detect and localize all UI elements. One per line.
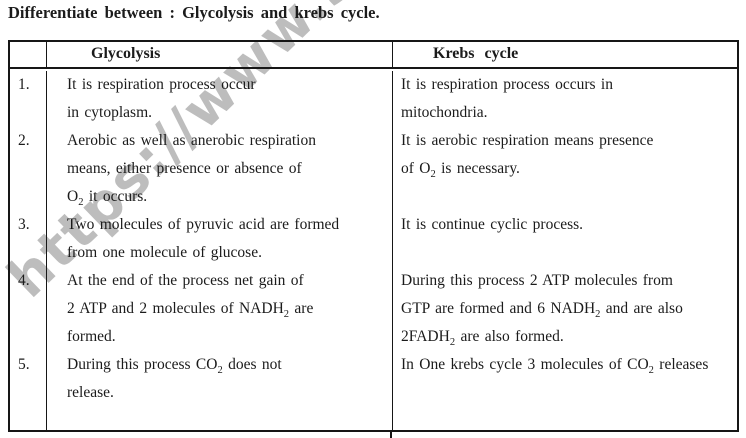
text-line: During this process 2 ATP molecules from: [401, 272, 673, 289]
row-number: 1.: [10, 71, 46, 127]
table-row: 4. At the end of the process net gain of 2…: [10, 267, 737, 351]
text-line: 2FADH2 are also formed.: [401, 328, 564, 349]
table-row: 3. Two molecules of pyruvic acid are form…: [10, 211, 737, 267]
divider-tail-artifact: [390, 430, 392, 438]
text-line: GTP are formed and 6 NADH2 and are also: [401, 300, 683, 321]
glycolysis-cell: During this process CO2 does not release.: [46, 351, 392, 430]
row-number: 3.: [10, 211, 46, 267]
text-line: of O2 is necessary.: [401, 160, 520, 181]
subscript-2: 2: [449, 337, 456, 349]
subscript-2: 2: [217, 365, 223, 377]
row-number-text: 2.: [18, 132, 30, 149]
text-line: It is respiration process occur: [67, 76, 256, 93]
text-line: O2 it occurs.: [67, 188, 148, 209]
krebs-cycle-cell: It is respiration process occurs in mitoc…: [392, 71, 737, 127]
subscript-2: 2: [283, 309, 290, 321]
krebs-cycle-cell: In One krebs cycle 3 molecules of CO2 re…: [392, 351, 737, 430]
text-line: release.: [67, 384, 114, 401]
table-row: 2. Aerobic as well as anerobic respiratio…: [10, 127, 737, 211]
krebs-cycle-cell: During this process 2 ATP molecules from…: [392, 267, 737, 351]
subscript-2: 2: [648, 365, 654, 377]
row-number-text: 5.: [18, 356, 30, 373]
header-number-column: [10, 42, 46, 67]
subscript-2: 2: [430, 169, 436, 181]
krebs-cycle-cell: It is continue cyclic process.: [392, 211, 737, 267]
row-number: 4.: [10, 267, 46, 351]
table-body: 1. It is respiration process occur in cyto…: [10, 69, 737, 430]
text-line: mitochondria.: [401, 104, 488, 121]
header-glycolysis: Glycolysis: [46, 42, 392, 67]
table-row: 1. It is respiration process occur in cyto…: [10, 71, 737, 127]
text-line: Two molecules of pyruvic acid are formed: [67, 216, 340, 233]
row-number-text: 4.: [18, 272, 30, 289]
row-number: 2.: [10, 127, 46, 211]
glycolysis-cell: It is respiration process occur in cytopl…: [46, 71, 392, 127]
comparison-table: Glycolysis Krebs cycle 1. It is respirati…: [8, 40, 739, 438]
text-line: At the end of the process net gain of: [67, 272, 304, 289]
subscript-2: 2: [78, 197, 84, 209]
glycolysis-cell: Two molecules of pyruvic acid are formed…: [46, 211, 392, 267]
glycolysis-cell: At the end of the process net gain of 2 A…: [46, 267, 392, 351]
row-number-text: 1.: [18, 76, 30, 93]
text-line: from one molecule of glucose.: [67, 244, 262, 261]
glycolysis-cell: Aerobic as well as anerobic respiration m…: [46, 127, 392, 211]
text-line: formed.: [67, 328, 116, 345]
page-title: Differentiate between : Glycolysis and k…: [8, 3, 380, 22]
text-line: It is respiration process occurs in: [401, 76, 613, 93]
text-line: In One krebs cycle 3 molecules of CO2 re…: [401, 356, 709, 377]
text-line: Aerobic as well as anerobic respiration: [67, 132, 316, 149]
text-line: means, either presence or absence of: [67, 160, 302, 177]
text-line: in cytoplasm.: [67, 104, 153, 121]
krebs-cycle-cell: It is aerobic respiration means presence…: [392, 127, 737, 211]
text-line: During this process CO2 does not: [67, 356, 282, 377]
table-row: 5. During this process CO2 does not releas…: [10, 351, 737, 430]
text-line: 2 ATP and 2 molecules of NADH2 are: [67, 300, 314, 321]
text-line: It is continue cyclic process.: [401, 216, 584, 233]
header-krebs-cycle: Krebs cycle: [392, 42, 737, 67]
row-number: 5.: [10, 351, 46, 430]
text-line: It is aerobic respiration means presence: [401, 132, 654, 149]
subscript-2: 2: [595, 309, 601, 321]
table-header-row: Glycolysis Krebs cycle: [10, 42, 737, 69]
row-number-text: 3.: [18, 216, 30, 233]
